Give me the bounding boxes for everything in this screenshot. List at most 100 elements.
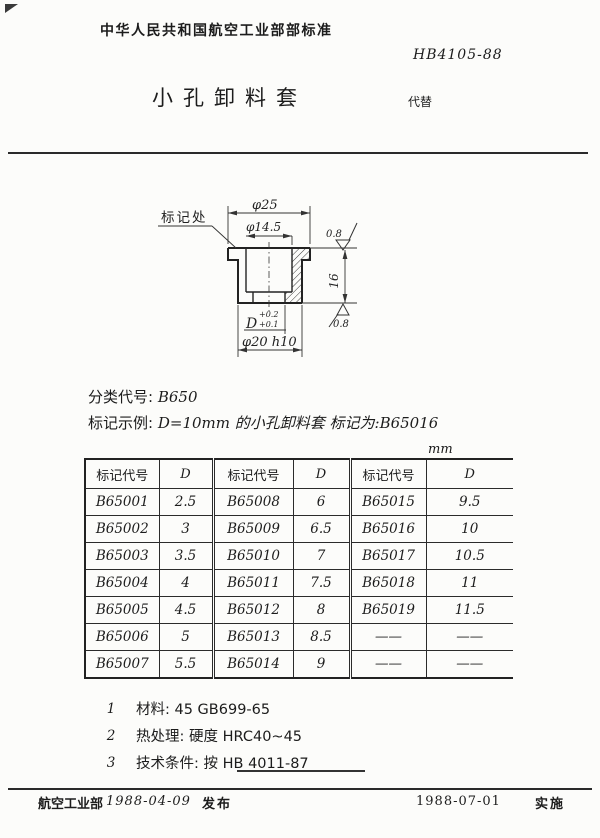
d-cell: 4 (158, 569, 214, 597)
note-number: 3 (106, 754, 116, 771)
table-row: B65002 3 B65009 6.5 B65016 10 (84, 515, 513, 543)
notes-section: 1 材料: 45 GB699-65 2 热处理: 硬度 HRC40~45 3 技… (104, 695, 309, 776)
note-text: 热处理: 硬度 HRC40~45 (136, 729, 303, 745)
code-cell: B65013 (211, 623, 294, 651)
table-header-row: 标记代号 D 标记代号 D 标记代号 D (84, 458, 513, 489)
roughness-symbol-top (335, 222, 358, 251)
d-cell: 11.5 (425, 596, 513, 624)
spec-table: 标记代号 D 标记代号 D 标记代号 D B65001 2.5 B65008 6… (84, 458, 513, 679)
table-row: B65004 4 B65011 7.5 B65018 11 (84, 569, 513, 597)
supersedes-label: 代替 (408, 95, 433, 109)
code-cell: B65017 (348, 542, 427, 570)
table-row: B65007 5.5 B65014 9 —— —— (84, 650, 513, 679)
dim-counterbore-diameter: φ14.5 (246, 220, 281, 234)
code-cell: B65003 (84, 542, 160, 570)
col-header-d: D (425, 458, 513, 489)
empty-cell: —— (348, 623, 427, 651)
marking-example-line: 标记示例: D=10mm 的小孔卸料套 标记为:B65016 (88, 412, 438, 433)
d-cell: 2.5 (158, 488, 214, 516)
code-cell: B65004 (84, 569, 160, 597)
header-divider (8, 152, 588, 154)
classification-label: 分类代号: (88, 388, 154, 406)
issue-label: 发布 (202, 797, 233, 812)
effective-label: 实施 (535, 797, 566, 812)
col-header-d: D (158, 458, 214, 489)
part-section-drawing: 标记处 φ25 φ14.5 0.8 16 0.8 D +0.2 +0.1 φ20… (158, 198, 358, 357)
dim-height-value: 16 (327, 273, 341, 289)
dim-flange-diameter: φ25 (252, 198, 278, 213)
dimension-arrows (228, 210, 348, 353)
marking-example-text: D=10mm 的小孔卸料套 标记为:B65016 (157, 414, 439, 432)
note-text: 技术条件: 按 HB 4011-87 (136, 756, 309, 772)
note-number: 2 (106, 727, 116, 744)
dim-hole-letter: D (245, 316, 257, 332)
d-cell: 5 (158, 623, 214, 651)
code-cell: B65014 (211, 650, 294, 679)
code-cell: B65010 (211, 542, 294, 570)
classification-line: 分类代号: B650 (88, 386, 198, 407)
empty-cell: —— (348, 650, 427, 679)
code-cell: B65011 (211, 569, 294, 597)
table-row: B65003 3.5 B65010 7 B65017 10.5 (84, 542, 513, 570)
table-unit-label: mm (428, 442, 453, 457)
d-cell: 5.5 (158, 650, 214, 679)
table-row: B65006 5 B65013 8.5 —— —— (84, 623, 513, 651)
code-cell: B65018 (348, 569, 427, 597)
note-material: 1 材料: 45 GB699-65 (104, 695, 309, 722)
issue-date: 1988-04-09 (106, 794, 191, 809)
d-cell: 10 (425, 515, 513, 543)
roughness-bottom-value: 0.8 (333, 319, 349, 330)
code-cell: B65007 (84, 650, 160, 679)
table-row: B65005 4.5 B65012 8 B65019 11.5 (84, 596, 513, 624)
code-cell: B65016 (348, 515, 427, 543)
section-hatch-area (285, 248, 310, 303)
classification-value: B650 (157, 388, 198, 406)
code-cell: B65001 (84, 488, 160, 516)
dim-hole-tol-upper: +0.2 (259, 310, 278, 319)
d-cell: 7 (292, 542, 351, 570)
page-title: 小孔卸料套 (152, 86, 307, 110)
empty-cell: —— (425, 650, 513, 679)
col-header-code: 标记代号 (348, 458, 427, 489)
effective-date: 1988-07-01 (416, 794, 501, 809)
standard-number: HB4105-88 (413, 47, 503, 63)
code-cell: B65009 (211, 515, 294, 543)
org-standard-label: 中华人民共和国航空工业部部标准 (100, 23, 333, 39)
code-cell: B65012 (211, 596, 294, 624)
scan-corner-mark (5, 4, 18, 13)
empty-cell: —— (425, 623, 513, 651)
marking-callout-label: 标记处 (161, 210, 208, 226)
col-header-code: 标记代号 (211, 458, 294, 489)
col-header-d: D (292, 458, 351, 489)
d-cell: 9 (292, 650, 351, 679)
note-number: 1 (106, 700, 116, 717)
d-cell: 3.5 (158, 542, 214, 570)
code-cell: B65006 (84, 623, 160, 651)
d-cell: 8.5 (292, 623, 351, 651)
col-header-code: 标记代号 (84, 458, 160, 489)
table-row: B65001 2.5 B65008 6 B65015 9.5 (84, 488, 513, 516)
d-cell: 6 (292, 488, 351, 516)
code-cell: B65019 (348, 596, 427, 624)
d-cell: 8 (292, 596, 351, 624)
dim-body-diameter: φ20 h10 (242, 335, 297, 350)
d-cell: 7.5 (292, 569, 351, 597)
note-technical-conditions: 3 技术条件: 按 HB 4011-87 (104, 749, 309, 776)
marking-example-label: 标记示例: (88, 414, 154, 432)
d-cell: 6.5 (292, 515, 351, 543)
roughness-top-value: 0.8 (326, 229, 342, 240)
dim-hole-tol-lower: +0.1 (259, 320, 278, 329)
d-cell: 4.5 (158, 596, 214, 624)
d-cell: 11 (425, 569, 513, 597)
code-cell: B65005 (84, 596, 160, 624)
d-cell: 10.5 (425, 542, 513, 570)
d-cell: 9.5 (425, 488, 513, 516)
issuing-authority: 航空工业部 (38, 797, 104, 812)
notes-end-divider (237, 770, 365, 772)
note-text: 材料: 45 GB699-65 (136, 702, 271, 718)
footer-divider (8, 788, 592, 790)
roughness-symbol-bottom (328, 302, 350, 328)
code-cell: B65008 (211, 488, 294, 516)
code-cell: B65015 (348, 488, 427, 516)
